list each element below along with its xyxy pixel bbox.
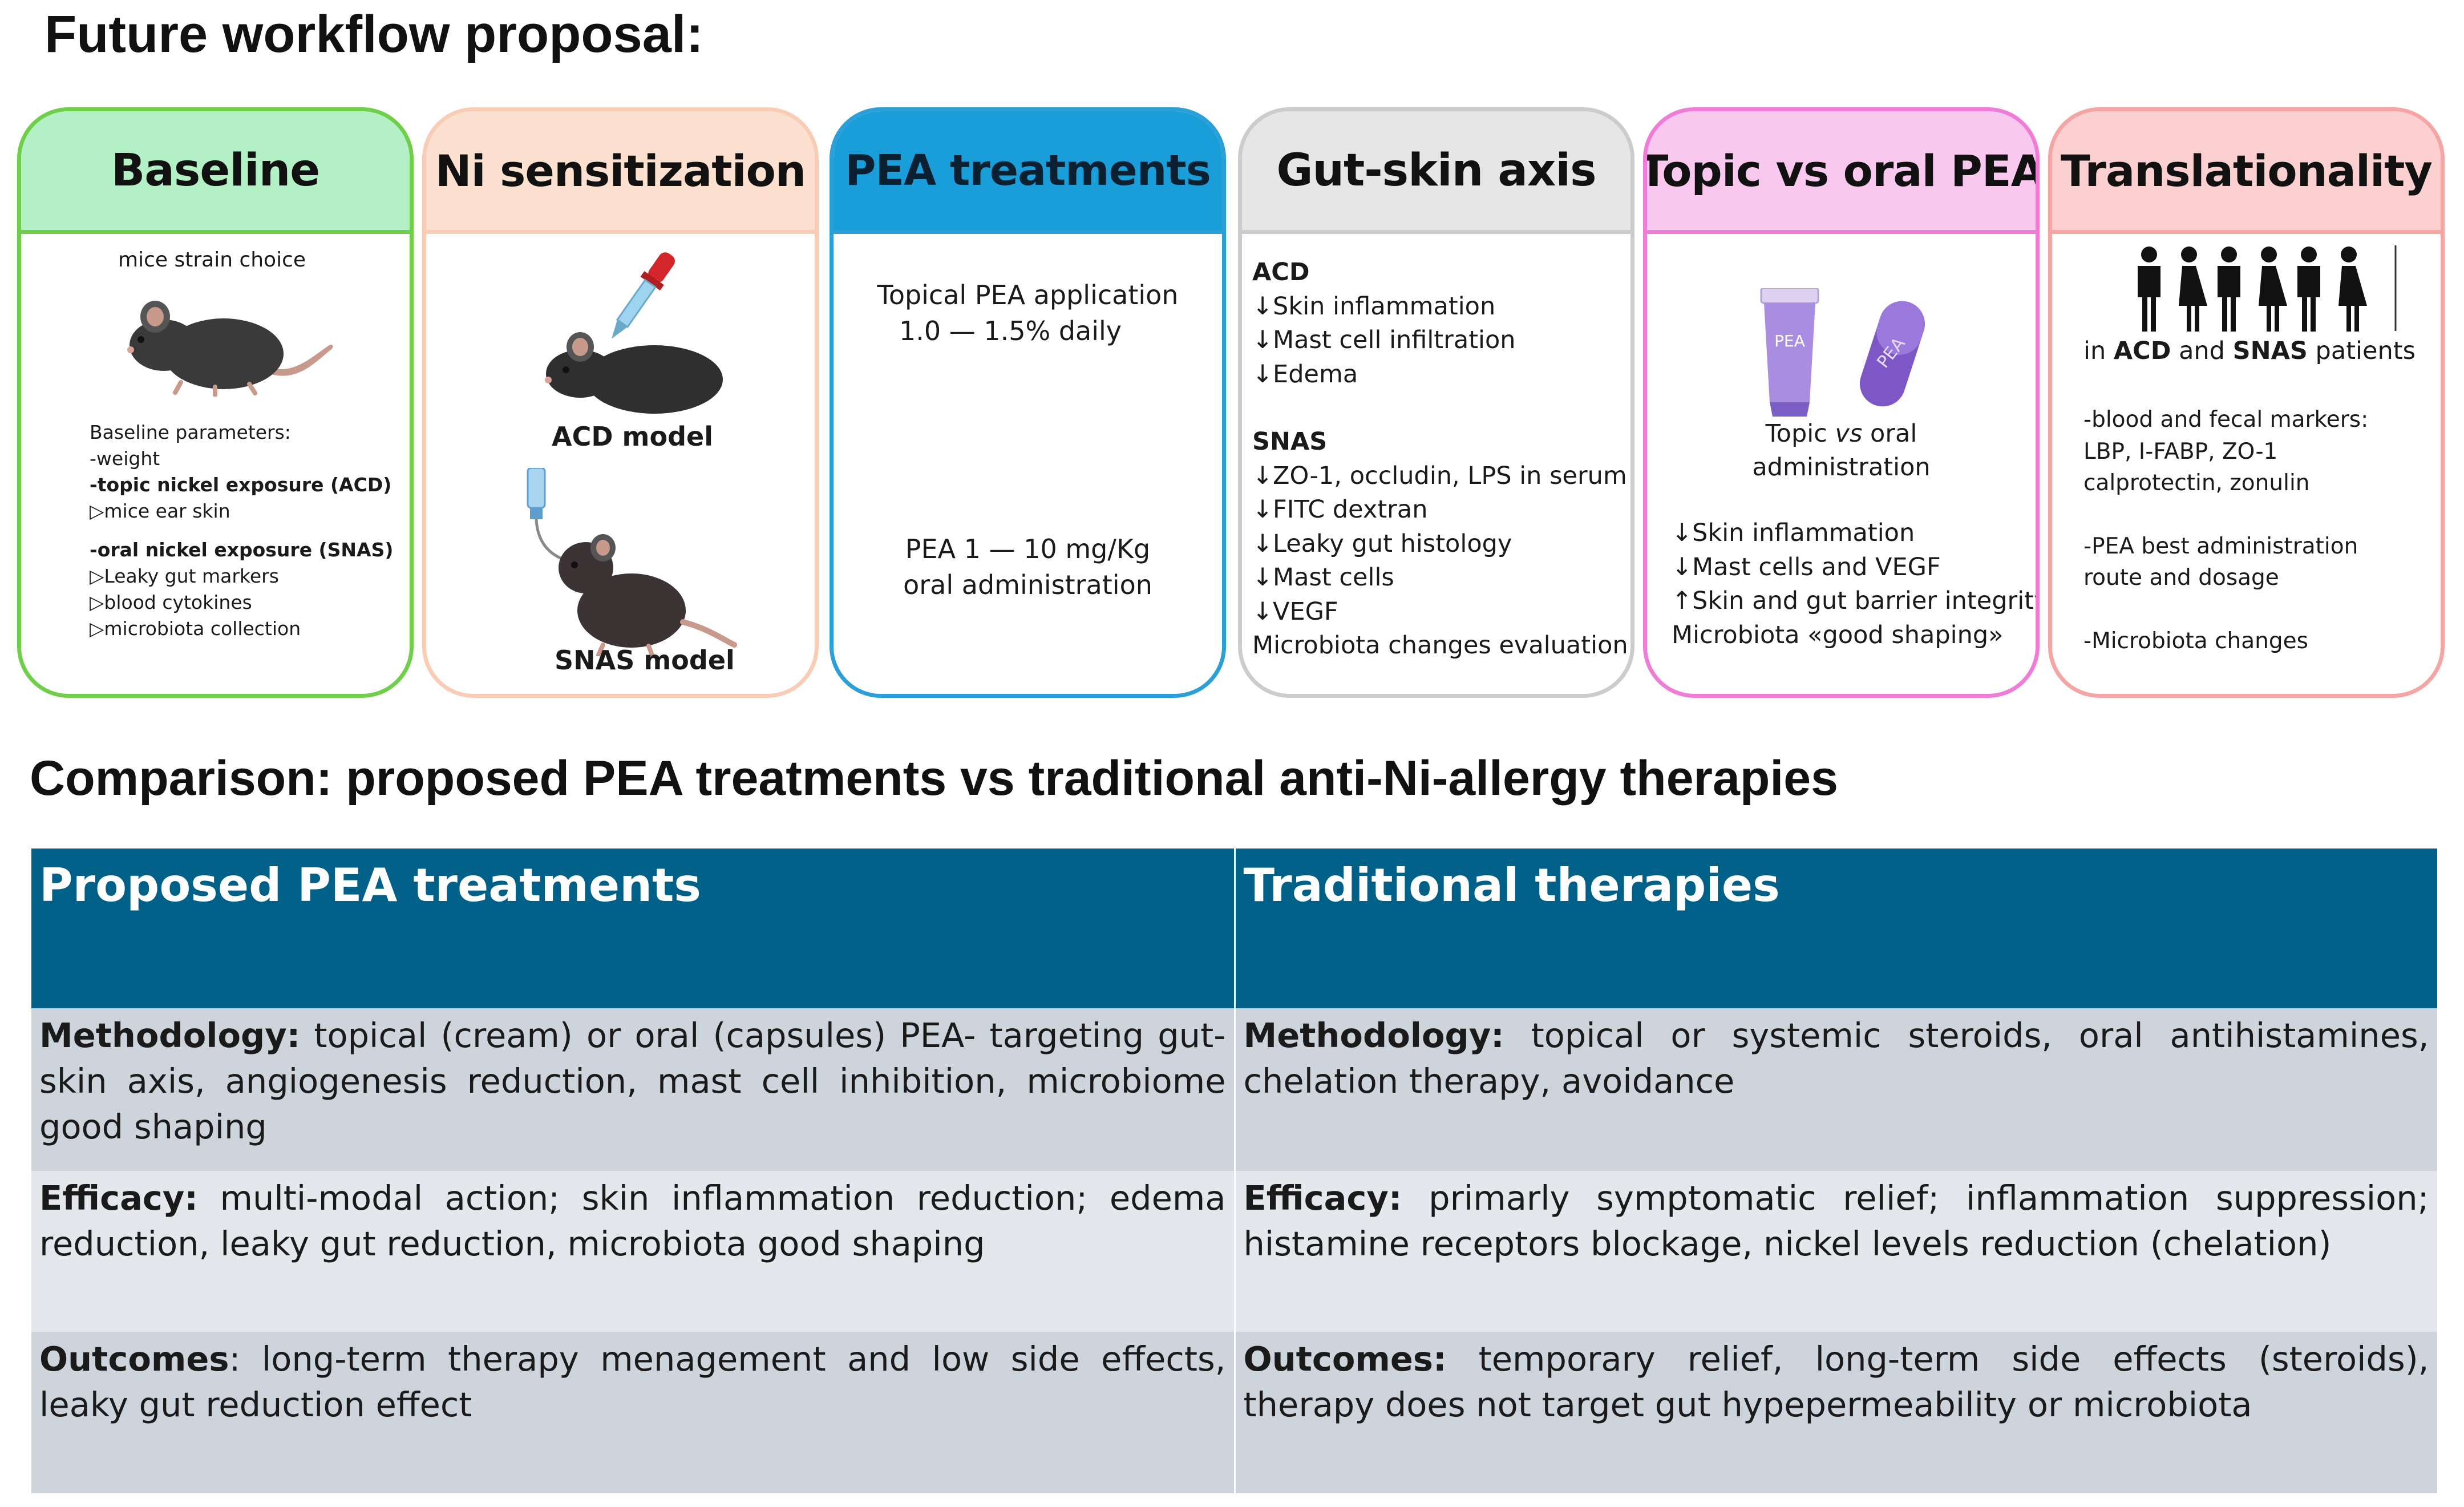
trans-line: -Microbiota changes: [2083, 628, 2308, 654]
pea-body: Topical PEA application 1.0 — 1.5% daily…: [834, 234, 1222, 694]
bottle-mouse-icon: [527, 468, 737, 656]
cell-efficacy-proposed: Efficacy: multi-modal action; skin infla…: [31, 1171, 1236, 1332]
dropper-mouse-icon: [545, 252, 723, 414]
gut-snas-item: ↓VEGF: [1252, 597, 1338, 626]
topic-item: ↓Skin inflammation: [1672, 519, 1915, 547]
topic-list: ↓Skin inflammation ↓Mast cells and VEGF …: [1672, 516, 2040, 652]
param-microbiota: ▷microbiota collection: [90, 617, 301, 640]
gut-snas-item: ↓FITC dextran: [1252, 495, 1428, 524]
woman-icon: [2338, 247, 2367, 332]
param-weight: -weight: [90, 447, 160, 470]
cell-methodology-traditional: Methodology: topical or systemic steroid…: [1235, 1008, 2439, 1171]
param-topic: -topic nickel exposure (ACD): [90, 474, 392, 496]
table-row: Methodology: topical (cream) or oral (ca…: [31, 1008, 2439, 1171]
baseline-parameters: Baseline parameters: -weight -topic nick…: [90, 419, 393, 642]
mouse-icon: [127, 301, 333, 397]
topic-caption-1: Topic vs oral: [1765, 419, 1917, 448]
header-traditional: Traditional therapies: [1235, 849, 2439, 1008]
oral-line-1: PEA 1 — 10 mg/Kg: [905, 534, 1151, 564]
topic-body: PEA PEA Topic vs oral administration ↓Sk…: [1647, 234, 2036, 694]
gut-heading: Gut-skin axis: [1242, 111, 1630, 234]
gut-snas-item: ↓Mast cells: [1252, 563, 1394, 592]
topic-caption-2: administration: [1752, 453, 1931, 482]
gut-acd-item: ↓Skin inflammation: [1252, 292, 1496, 321]
triangle-icon: ▷: [90, 591, 104, 613]
topic-item: Microbiota «good shaping»: [1672, 620, 2004, 649]
param-ear: ▷mice ear skin: [90, 500, 230, 522]
baseline-heading: Baseline: [21, 111, 410, 234]
params-title: Baseline parameters:: [90, 421, 291, 443]
trans-line: calprotectin, zonulin: [2083, 470, 2310, 496]
woman-icon: [2259, 247, 2287, 332]
comparison-table: Proposed PEA treatments Traditional ther…: [31, 849, 2439, 1493]
trans-line: -blood and fecal markers:: [2083, 407, 2369, 433]
trans-line: route and dosage: [2083, 565, 2279, 591]
man-icon: [2218, 247, 2240, 332]
trans-line: -PEA best administration: [2083, 533, 2358, 559]
header-proposed: Proposed PEA treatments: [31, 849, 1236, 1008]
param-oral: -oral nickel exposure (SNAS): [90, 539, 394, 561]
baseline-body: mice strain choice Baseline parameters: …: [21, 234, 410, 694]
gut-acd-item: ↓Edema: [1252, 359, 1358, 389]
man-icon: [2297, 247, 2320, 332]
param-cytokines: ▷blood cytokines: [90, 591, 252, 613]
ni-sensitization-card: Ni sensitization ACD model: [422, 107, 819, 698]
patients-icon: [2138, 245, 2397, 332]
tube-label: PEA: [1774, 332, 1805, 350]
gut-snas-title: SNAS: [1252, 427, 1328, 456]
pea-treatments-card: PEA treatments Topical PEA application 1…: [830, 107, 1226, 698]
topic-heading: Topic vs oral PEA: [1647, 111, 2036, 234]
man-icon: [2138, 247, 2160, 332]
topic-vs-oral-card: Topic vs oral PEA PEA PEA Topic vs oral …: [1643, 107, 2040, 698]
gut-skin-card: Gut-skin axis ACD ↓Skin inflammation ↓Ma…: [1238, 107, 1634, 698]
trans-body: in ACD and SNAS patients -blood and feca…: [2052, 234, 2441, 694]
triangle-icon: ▷: [90, 500, 104, 522]
gut-acd-item: ↓Mast cell infiltration: [1252, 326, 1516, 354]
table-row: Efficacy: multi-modal action; skin infla…: [31, 1171, 2439, 1332]
comparison-title: Comparison: proposed PEA treatments vs t…: [30, 751, 1838, 806]
topical-line-1: Topical PEA application: [877, 280, 1179, 310]
gut-snas-item: ↓Leaky gut histology: [1252, 529, 1512, 558]
trans-heading: Translationality: [2052, 111, 2441, 234]
topic-item: ↑Skin and gut barrier integrity: [1672, 587, 2040, 615]
woman-icon: [2179, 247, 2207, 332]
triangle-icon: ▷: [90, 565, 104, 587]
table-row: Outcomes: long-term therapy menagement a…: [31, 1332, 2439, 1493]
gut-list: ACD ↓Skin inflammation ↓Mast cell infilt…: [1252, 256, 1628, 663]
trans-line: LBP, I-FABP, ZO-1: [2083, 438, 2278, 464]
snas-model-label: SNAS model: [555, 645, 735, 676]
gut-snas-item: Microbiota changes evaluation: [1252, 631, 1628, 660]
triangle-icon: ▷: [90, 617, 104, 640]
ni-body: ACD model SNAS model: [426, 234, 815, 694]
cell-efficacy-traditional: Efficacy: primarly symptomatic relief; i…: [1235, 1171, 2439, 1332]
cell-methodology-proposed: Methodology: topical (cream) or oral (ca…: [31, 1008, 1236, 1171]
topical-line-2: 1.0 — 1.5% daily: [899, 316, 1122, 346]
topic-item: ↓Mast cells and VEGF: [1672, 552, 1941, 581]
acd-model-label: ACD model: [552, 421, 713, 452]
cell-outcomes-traditional: Outcomes: temporary relief, long-term si…: [1235, 1332, 2439, 1493]
param-leaky: ▷Leaky gut markers: [90, 565, 279, 587]
cell-outcomes-proposed: Outcomes: long-term therapy menagement a…: [31, 1332, 1236, 1493]
oral-line-2: oral administration: [903, 569, 1152, 600]
ni-heading: Ni sensitization: [426, 111, 815, 234]
pea-heading: PEA treatments: [834, 111, 1222, 234]
strain-choice-label: mice strain choice: [118, 248, 306, 272]
gut-acd-title: ACD: [1252, 258, 1310, 286]
gut-snas-item: ↓ZO-1, occludin, LPS in serum: [1252, 461, 1627, 490]
pea-products-icon: PEA PEA: [1760, 288, 1925, 417]
gut-body: ACD ↓Skin inflammation ↓Mast cell infilt…: [1242, 234, 1630, 694]
trans-list: -blood and fecal markers: LBP, I-FABP, Z…: [2083, 404, 2368, 657]
trans-patients: in ACD and SNAS patients: [2083, 337, 2416, 365]
baseline-card: Baseline mice strain choice Baseline par…: [17, 107, 414, 698]
translationality-card: Translationality in ACD and SNAS patient…: [2048, 107, 2445, 698]
workflow-title: Future workflow proposal:: [44, 5, 704, 63]
